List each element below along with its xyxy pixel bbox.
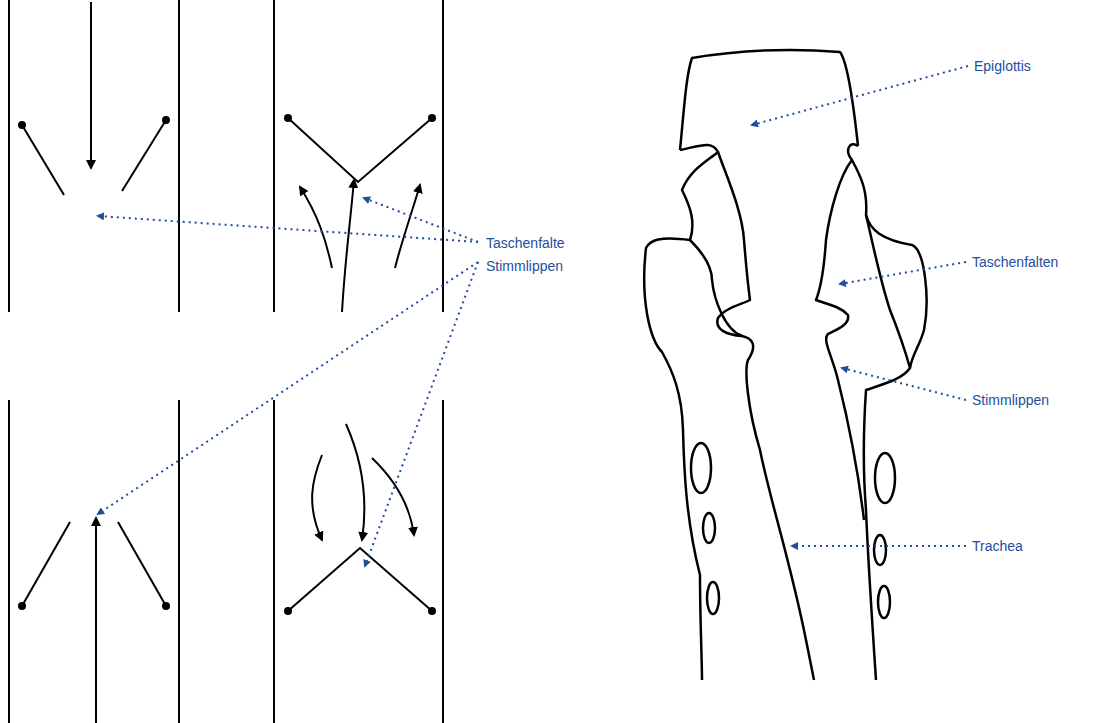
part-label: Stimmlippen <box>484 258 565 274</box>
larynx-outline <box>644 50 926 680</box>
part-label: Trachea <box>970 538 1025 554</box>
part-label: Epiglottis <box>972 58 1033 74</box>
fold-pivots <box>18 114 436 615</box>
flow-schematics <box>9 0 443 723</box>
part-label: Stimmlippen <box>970 392 1051 408</box>
part-label: Taschenfalte <box>484 235 567 251</box>
leader-lines <box>98 66 968 566</box>
part-label: Taschenfalten <box>970 254 1060 270</box>
